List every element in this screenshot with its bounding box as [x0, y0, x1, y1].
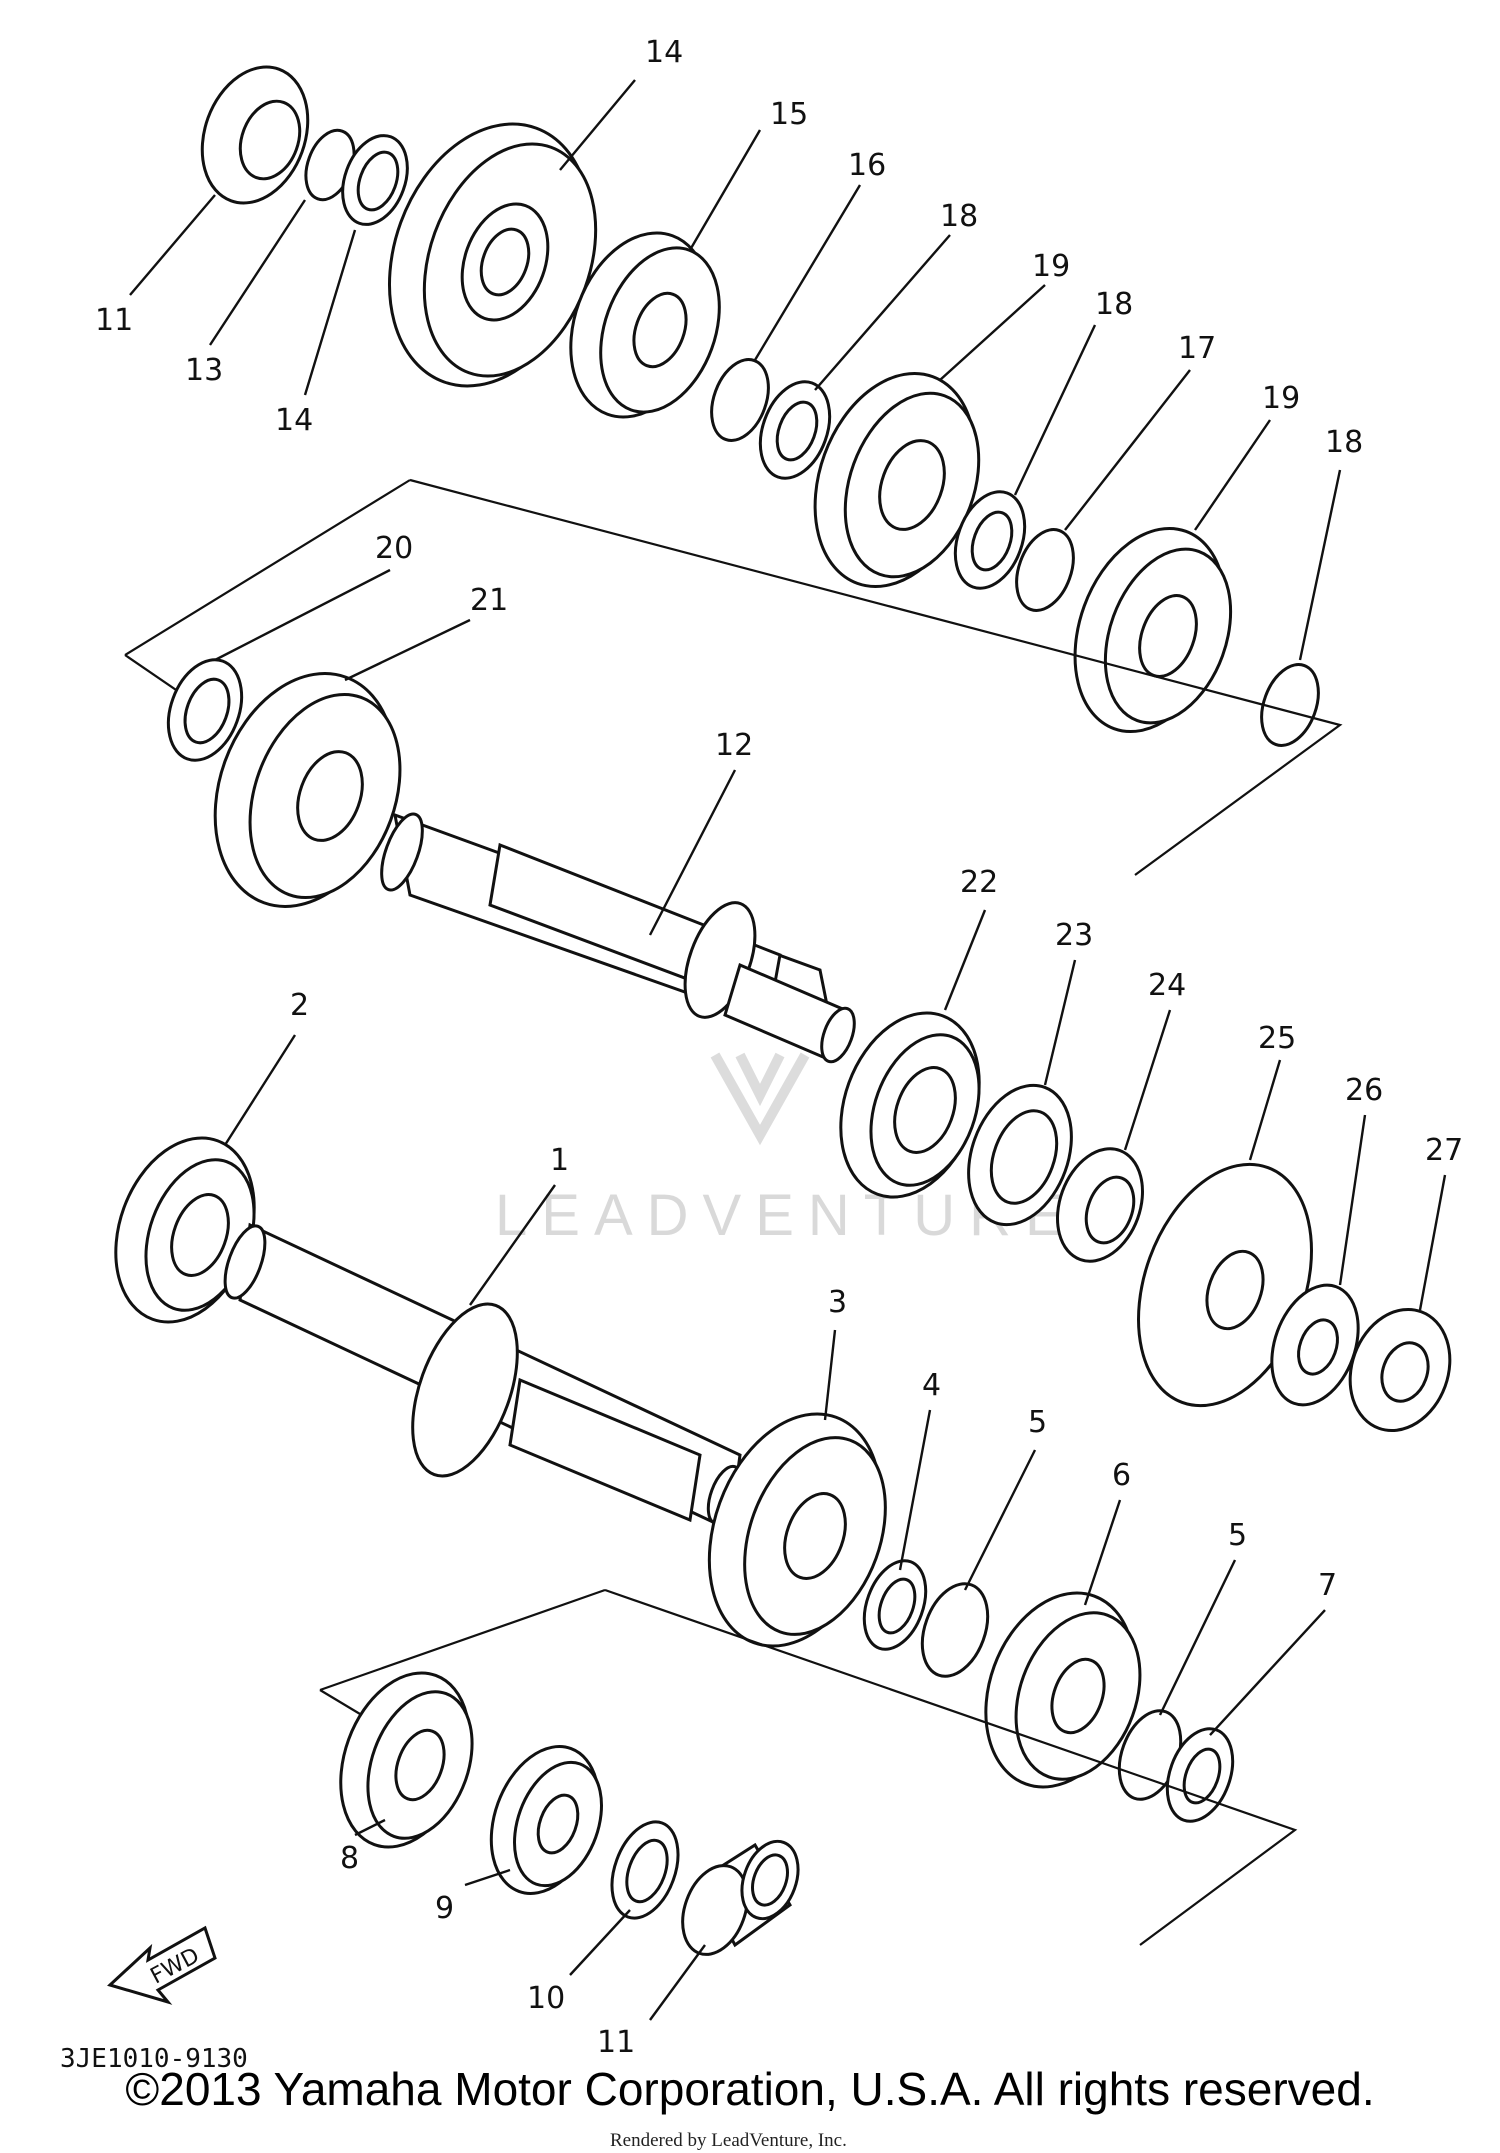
part-1-main-axle [223, 1222, 744, 1533]
part-26-collar [1055, 1147, 1145, 1263]
drawing-code: 3JE1010-9130 [60, 2044, 248, 2074]
callout-19: 18 [940, 199, 978, 234]
part-19-washer-2 [953, 490, 1027, 590]
part-23-gear [213, 672, 402, 908]
part-16-gear [387, 122, 598, 388]
callout-10: 10 [527, 1981, 565, 2016]
callout-18-third: 18 [1325, 425, 1363, 460]
part-9-gear [489, 1745, 603, 1895]
callout-28: 26 [1345, 1073, 1383, 1108]
leader-lines [129, 79, 1447, 2021]
watermark: LEADVENTURE [495, 1183, 1078, 1248]
callout-5: 5 [1028, 1405, 1047, 1440]
lower-axle-assembly [114, 1136, 1298, 1956]
part-10-washer [610, 1820, 680, 1920]
callout-5-second: 5 [1228, 1518, 1247, 1553]
callout-18: 16 [848, 148, 886, 183]
part-29-nut [1348, 1307, 1452, 1433]
fwd-arrow: FWD [107, 1925, 217, 2005]
watermark-logo [710, 1052, 810, 1146]
callout-7: 7 [1318, 1568, 1337, 1603]
part-13-drive-axle [380, 812, 856, 1064]
callout-19-second: 18 [1095, 287, 1133, 322]
part-18-circlip-2 [1015, 528, 1075, 612]
main-axle-assembly [124, 65, 1452, 1433]
callout-23: 21 [470, 583, 508, 618]
part-25-oil-seal [967, 1083, 1073, 1227]
part-5-circlip [920, 1582, 990, 1678]
part-28-lock-washer [1270, 1283, 1360, 1407]
part-18-circlip [710, 358, 770, 442]
part-4-washer [862, 1559, 928, 1651]
part-11-bearing [681, 1839, 800, 1956]
part-18-circlip-3 [1260, 663, 1320, 747]
callout-11: 11 [597, 2025, 635, 2060]
part-20-gear [813, 371, 981, 589]
callout-17: 15 [770, 97, 808, 132]
rendered-by-text: Rendered by LeadVenture, Inc. [610, 2130, 847, 2151]
copyright-notice: ©2013 Yamaha Motor Corporation, U.S.A. A… [125, 2063, 1375, 2115]
callout-15: 14 [275, 403, 313, 438]
callout-8: 8 [340, 1841, 359, 1876]
part-6-gear [984, 1591, 1142, 1789]
part-21-gear [1073, 526, 1233, 734]
callout-20: 19 [1032, 249, 1070, 284]
part-17-gear [569, 231, 721, 419]
callout-2: 2 [290, 988, 309, 1023]
callout-labels: 14 15 16 18 19 18 17 19 18 11 13 14 20 2… [95, 35, 1463, 2060]
callout-22: 20 [375, 531, 413, 566]
part-7-washer [1165, 1727, 1235, 1823]
callout-26: 24 [1148, 968, 1186, 1003]
part-24-bearing [839, 1011, 981, 1199]
part-3-gear [707, 1412, 887, 1648]
part-12-bearing [200, 65, 310, 205]
callout-13: 12 [715, 728, 753, 763]
callout-29: 27 [1425, 1133, 1463, 1168]
callout-9: 9 [435, 1891, 454, 1926]
callout-16: 14 [645, 35, 683, 70]
part-19-washer [758, 380, 832, 480]
callout-3: 3 [828, 1285, 847, 1320]
callout-21: 19 [1262, 381, 1300, 416]
part-8-gear [339, 1671, 474, 1849]
callout-4: 4 [922, 1368, 941, 1403]
part-15-washer [341, 134, 409, 226]
callout-18-second: 17 [1178, 331, 1216, 366]
callout-1: 1 [550, 1143, 569, 1178]
callout-25: 23 [1055, 918, 1093, 953]
callout-14: 13 [185, 353, 223, 388]
callout-27: 25 [1258, 1021, 1296, 1056]
callout-12: 11 [95, 303, 133, 338]
part-22-washer [166, 658, 244, 762]
callout-6: 6 [1112, 1458, 1131, 1493]
callout-24: 22 [960, 865, 998, 900]
